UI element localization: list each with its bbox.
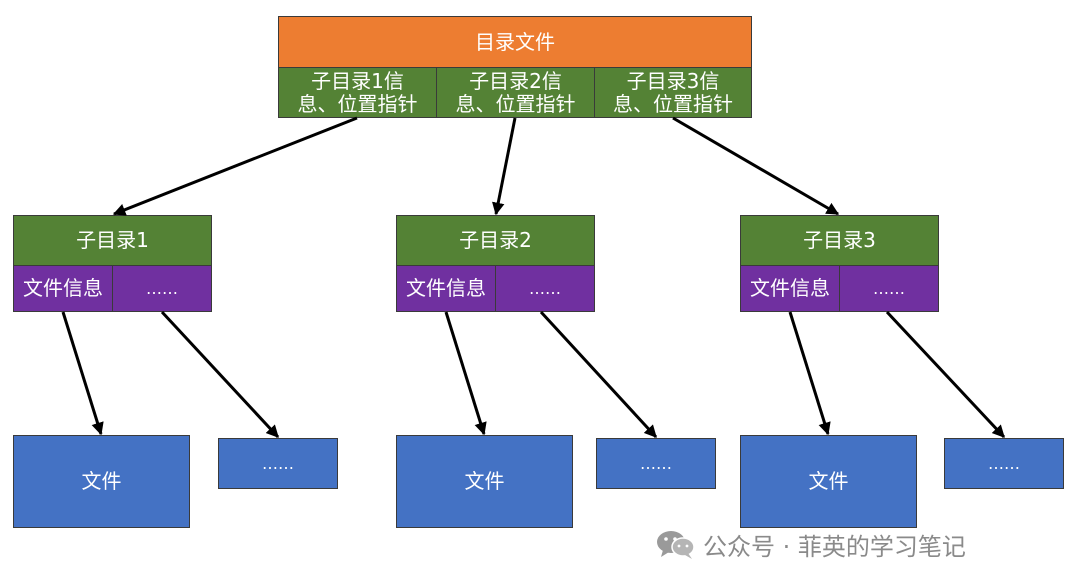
watermark: 公众号 · 菲英的学习笔记 [655, 526, 966, 562]
subdir-3-more: …… [839, 265, 939, 312]
subdir-2-header: 子目录2 [396, 215, 595, 266]
subdir-3-header: 子目录3 [740, 215, 939, 266]
root-directory-title: 目录文件 [475, 29, 555, 54]
subdir-1-file-info: 文件信息 [13, 265, 113, 312]
subdir-1-file-label: 文件 [81, 469, 122, 493]
arrow-subdir-1-to-more-file [160, 310, 280, 439]
subdir-2-more-file-label: …… [640, 454, 672, 473]
arrow-subdir-2-to-file [444, 311, 487, 436]
subdir-3-file-info: 文件信息 [740, 265, 840, 312]
subdir-2-file-info: 文件信息 [396, 265, 496, 312]
root-entry-1: 子目录1信息、位置指针 [278, 67, 437, 118]
root-entry-3-label: 子目录3信息、位置指针 [613, 68, 733, 116]
subdir-2-file: 文件 [396, 435, 573, 528]
subdir-1-more-file: …… [218, 438, 338, 489]
subdir-3-title: 子目录3 [803, 228, 876, 252]
arrow-subdir-3-to-more-file [885, 310, 1006, 439]
subdir-3-file-info-label: 文件信息 [750, 276, 830, 300]
arrow-root-to-subdir-2 [492, 117, 517, 216]
subdir-2-more-label: …… [529, 279, 561, 298]
arrow-subdir-1-to-file [61, 311, 104, 436]
arrow-root-to-subdir-1 [112, 116, 358, 216]
subdir-2-file-label: 文件 [464, 469, 505, 493]
subdir-1-file: 文件 [13, 435, 190, 528]
arrow-subdir-2-to-more-file [539, 310, 658, 439]
subdir-1-title: 子目录1 [76, 228, 149, 252]
subdir-1-header: 子目录1 [13, 215, 212, 266]
subdir-2-more: …… [495, 265, 595, 312]
subdir-3-more-file-label: …… [988, 454, 1020, 473]
root-entry-1-label: 子目录1信息、位置指针 [297, 68, 418, 116]
subdir-1-more-file-label: …… [262, 454, 294, 473]
subdir-2-more-file: …… [596, 438, 716, 489]
root-entry-2: 子目录2信息、位置指针 [436, 67, 595, 118]
subdir-3-file-label: 文件 [808, 469, 849, 493]
root-directory-header: 目录文件 [278, 16, 752, 68]
subdir-1-more-label: …… [146, 279, 178, 298]
root-entry-3: 子目录3信息、位置指针 [594, 67, 752, 118]
root-entry-2-label: 子目录2信息、位置指针 [455, 68, 576, 116]
subdir-1-more: …… [112, 265, 212, 312]
arrow-subdir-3-to-file [788, 311, 831, 436]
arrow-root-to-subdir-3 [672, 116, 840, 216]
subdir-3-file: 文件 [740, 435, 917, 528]
wechat-icon [657, 531, 695, 559]
subdir-2-file-info-label: 文件信息 [406, 276, 486, 300]
subdir-3-more-label: …… [873, 279, 905, 298]
subdir-1-file-info-label: 文件信息 [23, 276, 103, 300]
watermark-text: 公众号 · 菲英的学习笔记 [703, 532, 966, 561]
subdir-2-title: 子目录2 [459, 228, 532, 252]
subdir-3-more-file: …… [944, 438, 1064, 489]
